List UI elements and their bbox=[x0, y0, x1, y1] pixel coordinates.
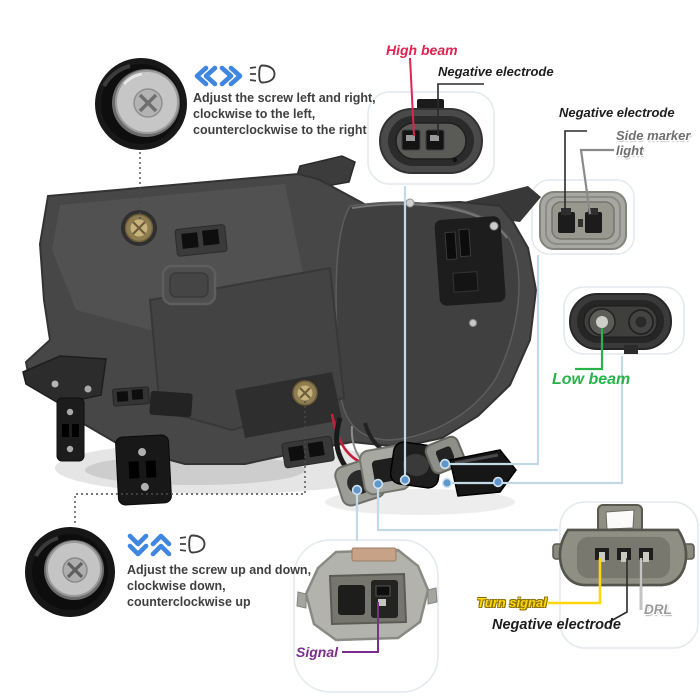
signal-label: Signal bbox=[296, 644, 339, 660]
callout-lines bbox=[74, 57, 643, 653]
pod-screw-dot bbox=[469, 319, 477, 327]
adjust-lr-icons bbox=[194, 65, 243, 87]
turn-signal-leader bbox=[548, 558, 602, 605]
dotted-line-lower-screw bbox=[74, 401, 306, 524]
turn-signal-connector-photo bbox=[552, 504, 695, 587]
instruction-line: counterclockwise to the right bbox=[193, 123, 367, 137]
negative-electrode-bottom-label: Negative electrode bbox=[492, 617, 621, 633]
turn-signal-label: Turn signal bbox=[477, 595, 547, 610]
neg-electrode-bottom-leader bbox=[608, 558, 628, 623]
turn-signal-pins bbox=[595, 548, 653, 562]
callout-dots bbox=[351, 458, 504, 496]
instruction-line: clockwise down, bbox=[127, 579, 226, 593]
blue-callout-lines bbox=[355, 186, 624, 541]
neg-electrode-right-leader bbox=[564, 130, 587, 216]
mounting-leg-left bbox=[56, 397, 85, 462]
adjuster-screw-lower bbox=[289, 377, 321, 409]
instruction-line: Adjust the screw left and right, bbox=[193, 91, 376, 105]
adjuster-screw-photo-top bbox=[95, 58, 187, 150]
high-beam-label: High beam bbox=[386, 42, 458, 58]
double-chevron-up-icon bbox=[150, 533, 172, 557]
lower-clip bbox=[149, 390, 193, 418]
left-bracket bbox=[22, 355, 107, 405]
pod-module bbox=[434, 216, 506, 306]
low-beam-connector-photo bbox=[569, 293, 672, 354]
instruction-line: Adjust the screw up and down, bbox=[127, 563, 312, 577]
high-beam-leader bbox=[409, 57, 415, 137]
pod-screw-dot bbox=[405, 198, 415, 208]
side-marker-label: Side marker light bbox=[616, 128, 691, 158]
instruction-line: counterclockwise up bbox=[127, 595, 251, 609]
signal-leader bbox=[342, 602, 379, 653]
double-chevron-right-icon bbox=[219, 65, 243, 87]
headlight-beam-icon-2 bbox=[179, 534, 206, 554]
mounting-leg-center bbox=[115, 434, 172, 506]
vent-top-left bbox=[174, 224, 228, 257]
signal-connector-photo bbox=[296, 547, 438, 642]
headlight-beam-icon bbox=[249, 64, 276, 84]
adjust-ud-instructions: Adjust the screw up and down, clockwise … bbox=[127, 562, 311, 610]
double-chevron-down-icon bbox=[127, 533, 149, 557]
double-chevron-left-icon bbox=[194, 65, 218, 87]
vent-bottom-center bbox=[281, 435, 335, 469]
side-marker-leader bbox=[579, 148, 614, 215]
adjuster-screw-photo-bottom bbox=[25, 527, 115, 617]
pod-screw-dot bbox=[489, 221, 499, 231]
side-marker-connector-photo bbox=[539, 191, 627, 250]
neg-electrode-top-leader bbox=[437, 83, 484, 136]
adjust-lr-instructions: Adjust the screw left and right, clockwi… bbox=[193, 90, 376, 138]
negative-electrode-right-label: Negative electrode bbox=[559, 105, 675, 120]
low-beam-label: Low beam bbox=[552, 371, 631, 388]
adjuster-screw-upper bbox=[121, 210, 157, 246]
adjust-ud-icons bbox=[127, 533, 172, 557]
low-beam-leader bbox=[575, 328, 604, 371]
headlight-housing bbox=[22, 155, 541, 506]
drl-label: DRL bbox=[644, 602, 672, 617]
instruction-line: clockwise to the left, bbox=[193, 107, 316, 121]
vent-mid-left bbox=[112, 386, 150, 407]
negative-electrode-top-label: Negative electrode bbox=[438, 64, 554, 79]
